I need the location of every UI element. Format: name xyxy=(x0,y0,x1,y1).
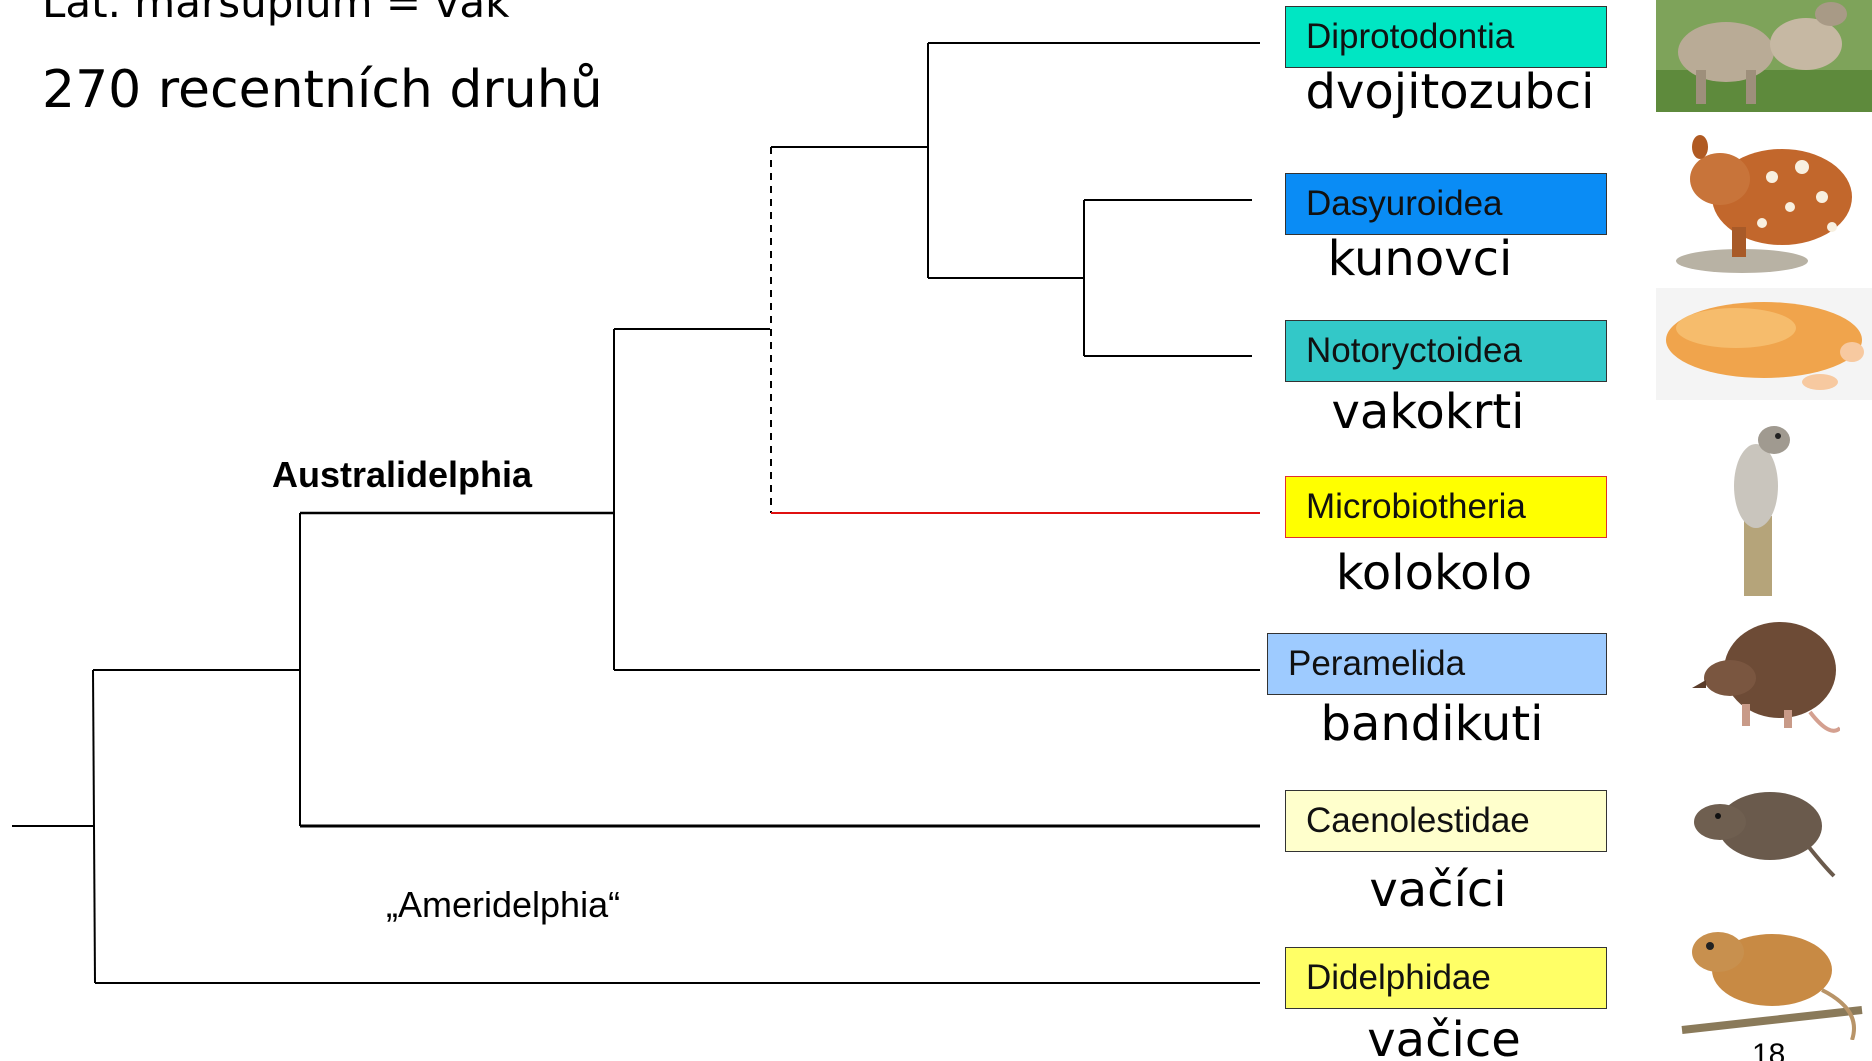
common-name-diprotodontia: dvojitozubci xyxy=(1305,64,1595,120)
common-name-didelphidae: vačice xyxy=(1367,1012,1521,1061)
marsupial-mole-image xyxy=(1656,288,1872,400)
taxon-box-caenolestidae: Caenolestidae xyxy=(1285,790,1607,852)
taxon-box-diprotodontia: Diprotodontia xyxy=(1285,6,1607,68)
monito-del-monte-image xyxy=(1716,416,1800,596)
common-name-caenolestidae: vačíci xyxy=(1369,862,1507,918)
common-name-microbiotheria: kolokolo xyxy=(1335,545,1533,601)
taxon-box-notoryctoidea: Notoryctoidea xyxy=(1285,320,1607,382)
clade-label-ameridelphia: „Ameridelphia“ xyxy=(386,884,621,925)
common-name-dasyuroidea: kunovci xyxy=(1327,231,1513,287)
species-count: 270 recentních druhů xyxy=(42,60,603,120)
opossum-image xyxy=(1672,900,1872,1040)
kangaroo-image xyxy=(1656,0,1872,112)
taxon-box-dasyuroidea: Dasyuroidea xyxy=(1285,173,1607,235)
bandicoot-image xyxy=(1690,608,1840,744)
page-number: 18 xyxy=(1752,1038,1786,1061)
quoll-image xyxy=(1672,127,1870,275)
shrew-opossum-image xyxy=(1690,776,1836,880)
node-marsupialia-vertical xyxy=(92,669,96,984)
common-name-notoryctoidea: vakokrti xyxy=(1331,384,1525,440)
taxon-box-didelphidae: Didelphidae xyxy=(1285,947,1607,1009)
common-name-peramelida: bandikuti xyxy=(1320,696,1544,752)
slide-subtitle: Lat. marsupium = vak xyxy=(42,0,510,27)
clade-label-australidelphia: Australidelphia xyxy=(272,454,533,495)
taxon-box-peramelida: Peramelida xyxy=(1267,633,1607,695)
taxon-box-microbiotheria: Microbiotheria xyxy=(1285,476,1607,538)
